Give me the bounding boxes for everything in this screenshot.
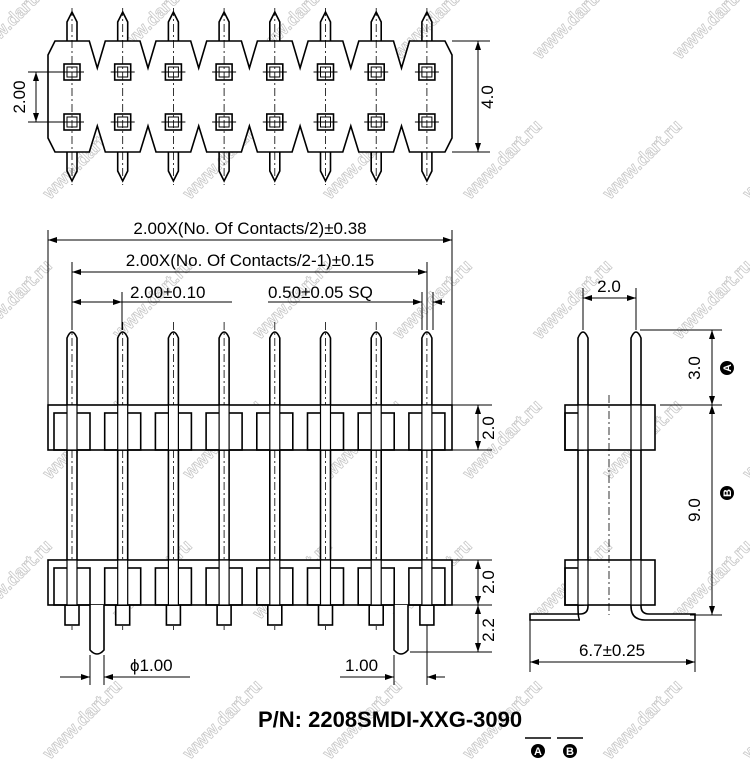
part-number-prefix: P/N: 2208SMDI-XXG- [258,707,473,732]
pin-through-housing [167,559,179,606]
pn-marker-b-icon [563,744,577,758]
side-pin-through [577,559,589,606]
top-pitch-label: 2.00 [10,80,29,113]
pin-foot [419,604,435,626]
pin-through-housing [319,559,332,606]
watermark-text: www.dart.ru [598,676,686,764]
marker-a-icon [720,361,734,375]
watermark-text: www.dart.ru [388,256,476,344]
housing [47,559,453,606]
locating-post [89,605,105,655]
pin-size-dimension: 0.50±0.05 SQ [268,283,445,330]
side-pin-through [630,559,642,606]
foot-width-label: 6.7±0.25 [579,641,645,660]
top-pitch-dimension: 2.00 [10,71,60,123]
watermark-text: www.dart.ru [668,0,750,64]
dim-a: 3.0 A [640,329,734,406]
part-number-code-a: 30 [473,707,497,732]
pin-through-housing [421,559,433,606]
pin-foot [165,604,182,626]
watermark-text: www.dart.ru [528,256,616,344]
pin-through-housing [269,559,281,606]
pin-through-housing [117,404,129,451]
housing-bottom-height-label: 2.0 [479,570,498,594]
dim-a-label: 3.0 [685,356,704,380]
watermark-text: www.dart.ru [738,116,750,204]
post-offset-label: 1.00 [345,656,378,675]
watermark-text: www.dart.ru [0,0,56,64]
dim-b-label: 9.0 [685,498,704,522]
pin-through-housing [269,404,281,451]
watermark-text: www.dart.ru [738,396,750,484]
side-pin-through [577,404,589,451]
pin-foot [368,604,385,626]
pin-through-housing [117,559,129,606]
pin-span-dimension: 2.00X(No. Of Contacts/2-1)±0.15 [71,251,428,330]
row-pitch-dimension: 2.0 [582,277,637,330]
post-diameter-label: ϕ1.00 [130,656,173,675]
pin-size-label: 0.50±0.05 SQ [268,283,373,302]
top-housing-outline [47,40,453,153]
pin-through-housing [370,559,382,606]
pin-through-housing [167,404,179,451]
top-view [47,8,453,185]
dim-b: 9.0 B [685,405,734,616]
watermark-text: www.dart.ru [598,116,686,204]
watermark-text: www.dart.ru [458,396,546,484]
pin-through-housing [66,559,78,606]
side-view [529,331,696,621]
pin-through-housing [421,404,433,451]
pitch-label: 2.00±0.10 [130,283,206,302]
foot-width-dimension: 6.7±0.25 [529,620,696,672]
pin-through-housing [218,559,230,606]
front-view [47,322,453,655]
post-offset-dimension: 1.00 [340,625,445,685]
housing-top-height-label: 2.0 [479,416,498,440]
watermark-text: www.dart.ru [38,676,126,764]
pin-foot [216,604,232,626]
marker-b-icon [720,486,734,500]
overall-length-label: 2.00X(No. Of Contacts/2)±0.38 [133,219,366,238]
part-number: P/N: 2208SMDI-XXG-3090 A B [258,707,583,758]
watermark-text: www.dart.ru [178,676,266,764]
pn-marker-a-icon [531,744,545,758]
watermark-text: www.dart.ru [528,0,616,64]
svg-text:P/N: 2208SMDI-XXG-3090: P/N: 2208SMDI-XXG-3090 [258,707,522,732]
pin-foot [64,604,80,626]
pin-through-housing [218,404,230,451]
pin-through-housing [319,404,332,451]
watermark-text: www.dart.ru [458,116,546,204]
side-pin-through [630,404,642,451]
watermark-text: www.dart.ru [738,676,750,764]
pin-through-housing [370,404,382,451]
pin-foot [266,604,283,626]
housing-top-height-dimension: 2.0 [452,404,498,451]
top-height-dimension: 4.0 [452,40,497,153]
housing [47,404,453,451]
marker-a-letter: A [722,364,734,372]
watermark-text: www.dart.ru [668,536,750,624]
post-diameter-dimension: ϕ1.00 [60,655,190,685]
top-height-label: 4.0 [478,85,497,109]
part-number-code-b: 90 [498,707,522,732]
pin-through-housing [66,404,78,451]
housing-bottom-height-dimension: 2.0 [452,559,498,606]
pn-marker-b: B [566,746,574,758]
pin-span-label: 2.00X(No. Of Contacts/2-1)±0.15 [126,251,374,270]
row-pitch-label: 2.0 [597,277,621,296]
pin-foot [114,604,131,626]
locating-post [393,605,409,655]
pin-foot [317,604,334,626]
overall-length-dimension: 2.00X(No. Of Contacts/2)±0.38 [47,219,453,405]
marker-b-letter: B [722,489,734,497]
pitch-dimension: 2.00±0.10 [72,283,232,330]
post-length-dimension: 2.2 [410,605,498,653]
pn-marker-a: A [534,746,542,758]
post-length-label: 2.2 [479,618,498,642]
